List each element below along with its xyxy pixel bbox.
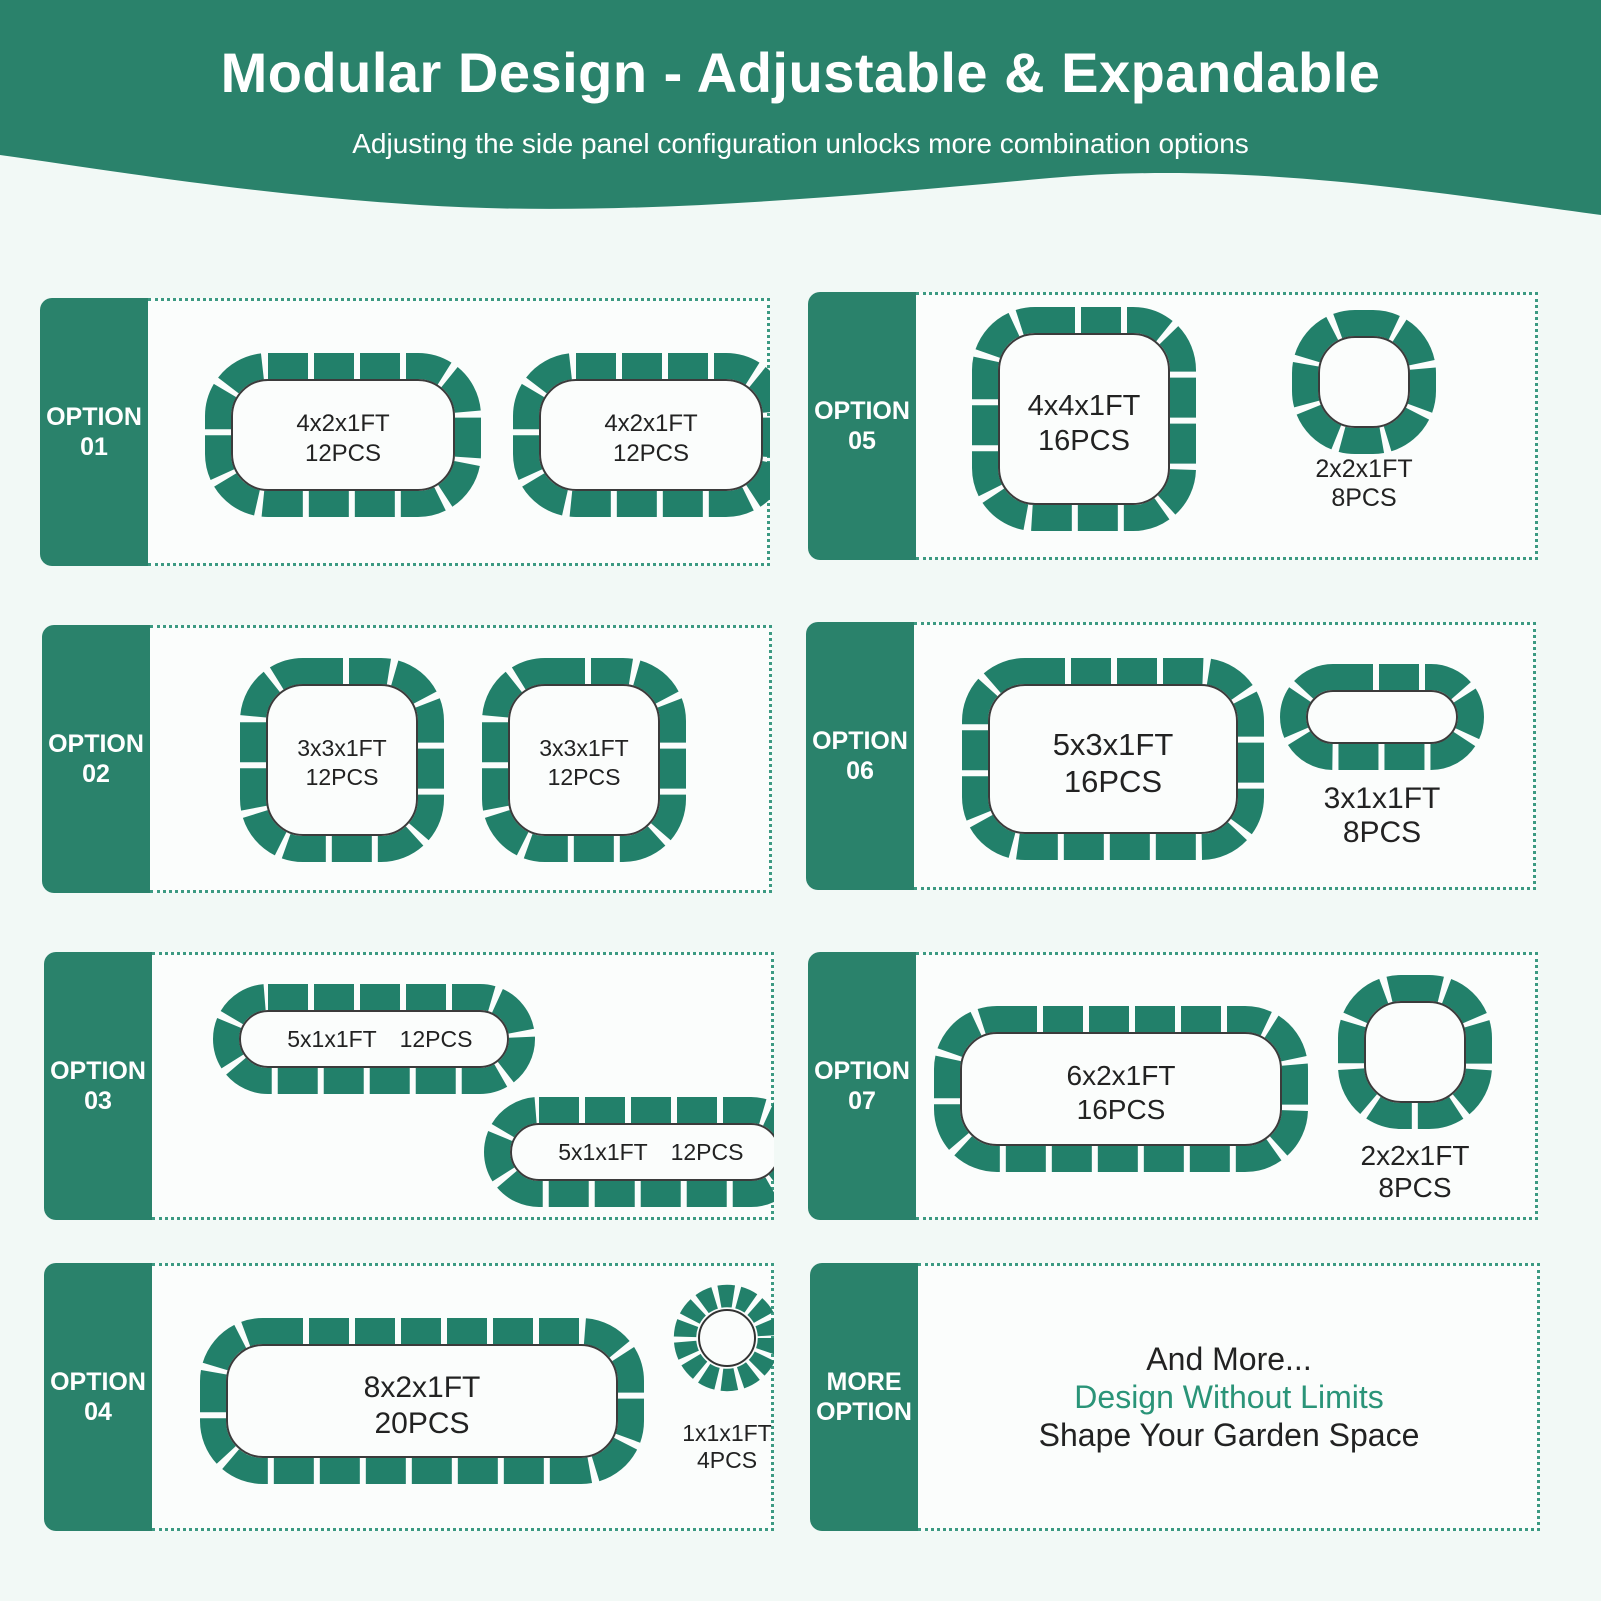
option-diagram: 4x2x1FT 12PCS 4x2x1FT 12PCS bbox=[205, 353, 770, 517]
option-label-top: OPTION bbox=[812, 727, 908, 755]
raised-bed-diagram: 3x3x1FT 12PCS bbox=[482, 658, 686, 862]
option-label-top: OPTION bbox=[50, 1057, 146, 1085]
page-subtitle: Adjusting the side panel configuration u… bbox=[352, 128, 1249, 159]
bed-size-label: 4x2x1FT bbox=[296, 410, 390, 437]
bed-pieces-label: 8PCS bbox=[1378, 1172, 1451, 1203]
bed-pieces-label: 8PCS bbox=[1331, 484, 1396, 512]
option-label-bottom: 01 bbox=[80, 433, 108, 461]
bed-pieces-label: 16PCS bbox=[1077, 1094, 1166, 1125]
bed-pieces-label: 16PCS bbox=[1038, 425, 1130, 457]
more-line-3: Shape Your Garden Space bbox=[1038, 1417, 1420, 1453]
option-label-top: OPTION bbox=[814, 1057, 910, 1085]
bed-size-label: 5x1x1FT bbox=[558, 1139, 647, 1165]
bed-pieces-label: 8PCS bbox=[1343, 816, 1421, 849]
bed-pieces-label: 12PCS bbox=[305, 440, 381, 467]
option-panel bbox=[918, 1263, 1540, 1531]
bed-pieces-label: 16PCS bbox=[1064, 764, 1162, 799]
option-label-bottom: 05 bbox=[848, 427, 876, 455]
bed-size-label: 1x1x1FT bbox=[682, 1420, 771, 1446]
option-label-bottom: 04 bbox=[84, 1398, 112, 1426]
option-label-bottom: OPTION bbox=[816, 1398, 912, 1426]
bed-size-label: 5x3x1FT bbox=[1053, 727, 1174, 762]
header-banner bbox=[0, 0, 1601, 215]
raised-bed-diagram: 4x2x1FT 12PCS bbox=[513, 353, 770, 517]
bed-size-label: 4x2x1FT bbox=[604, 410, 698, 437]
more-line-2: Design Without Limits bbox=[1074, 1379, 1384, 1415]
bed-pieces-label: 12PCS bbox=[306, 764, 379, 790]
bed-pieces-label: 4PCS bbox=[697, 1447, 757, 1473]
bed-size-label: 6x2x1FT bbox=[1067, 1060, 1176, 1091]
bed-pieces-label: 12PCS bbox=[400, 1026, 473, 1052]
bed-size-label: 8x2x1FT bbox=[364, 1371, 481, 1404]
raised-bed-diagram: 5x1x1FT 12PCS bbox=[213, 984, 535, 1094]
option-diagram: 5x1x1FT 12PCS 5x1x1FT 12PCS bbox=[213, 984, 774, 1207]
bed-size-label: 2x2x1FT bbox=[1361, 1140, 1470, 1171]
bed-pieces-label: 12PCS bbox=[671, 1139, 744, 1165]
bed-pieces-label: 20PCS bbox=[374, 1407, 469, 1440]
page-title: Modular Design - Adjustable & Expandable bbox=[220, 41, 1381, 104]
option-label-top: OPTION bbox=[46, 403, 142, 431]
option-label-top: OPTION bbox=[48, 730, 144, 758]
more-line-1: And More... bbox=[1146, 1341, 1312, 1377]
bed-size-label: 4x4x1FT bbox=[1028, 390, 1141, 422]
option-diagram: 3x3x1FT 12PCS 3x3x1FT 12PCS bbox=[240, 658, 686, 862]
option-label-top: OPTION bbox=[814, 397, 910, 425]
bed-size-label: 2x2x1FT bbox=[1315, 455, 1412, 483]
raised-bed-diagram: 4x2x1FT 12PCS bbox=[205, 353, 481, 517]
bed-pieces-label: 12PCS bbox=[548, 764, 621, 790]
option-label-bottom: 07 bbox=[848, 1087, 876, 1115]
option-label-bottom: 06 bbox=[846, 757, 874, 785]
bed-pieces-label: 12PCS bbox=[613, 440, 689, 467]
bed-size-label: 3x1x1FT bbox=[1324, 782, 1441, 815]
option-label-top: MORE bbox=[826, 1368, 902, 1396]
raised-bed-diagram: 3x3x1FT 12PCS bbox=[240, 658, 444, 862]
raised-bed-diagram: 5x1x1FT 12PCS bbox=[484, 1097, 774, 1207]
bed-size-label: 3x3x1FT bbox=[539, 735, 628, 761]
option-label-top: OPTION bbox=[50, 1368, 146, 1396]
option-label-bottom: 02 bbox=[82, 760, 110, 788]
option-label-bottom: 03 bbox=[84, 1087, 112, 1115]
bed-size-label: 5x1x1FT bbox=[287, 1026, 376, 1052]
bed-size-label: 3x3x1FT bbox=[297, 735, 386, 761]
